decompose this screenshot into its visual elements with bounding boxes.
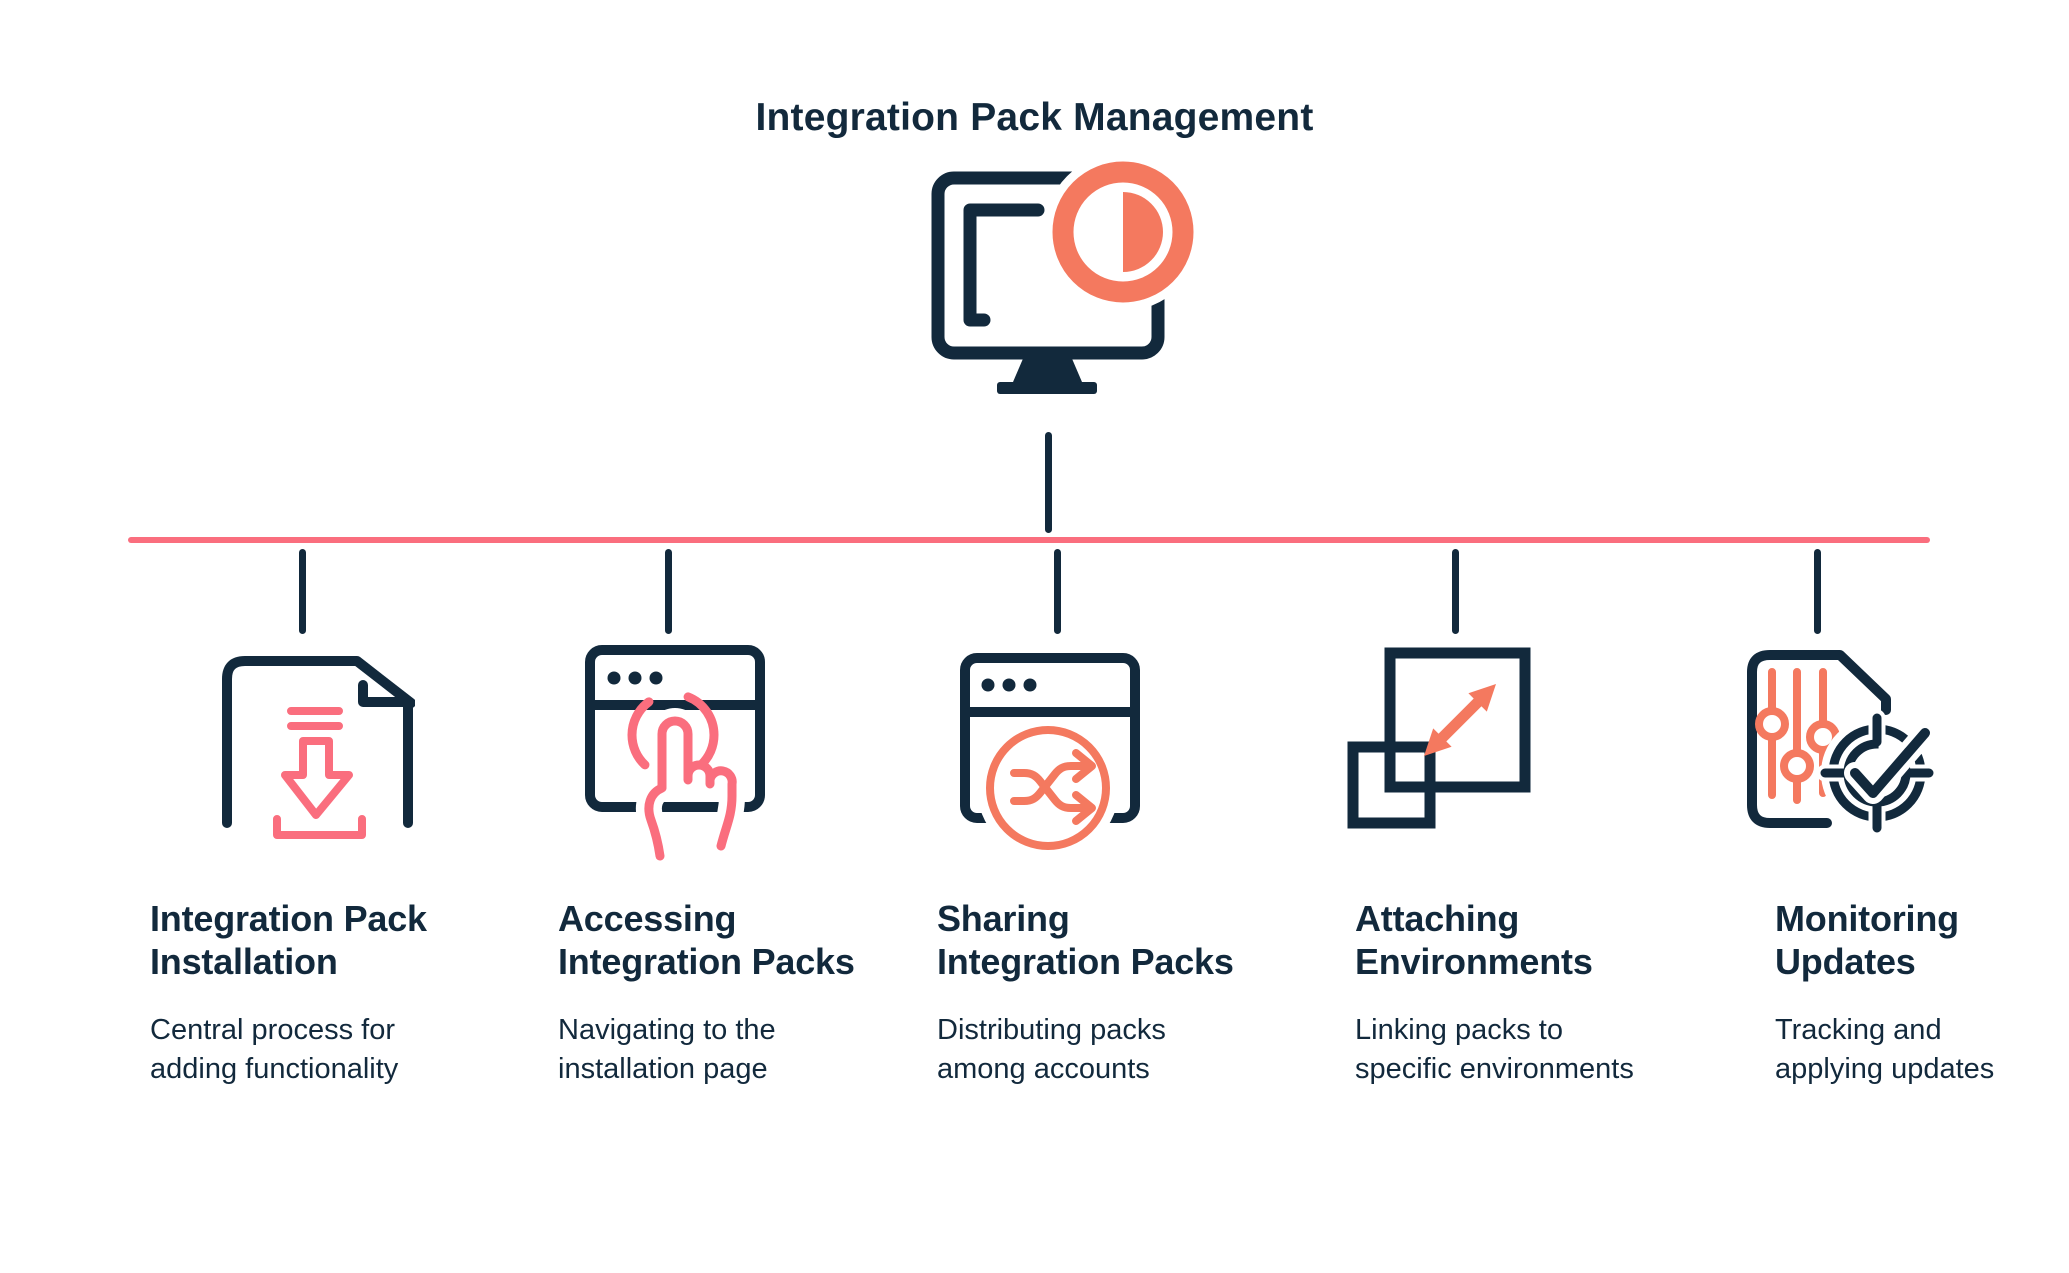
- branch-stub-2: [665, 549, 672, 634]
- heading-line: Accessing: [558, 898, 737, 939]
- branch-description-sharing-integration-packs: Distributing packs among accounts: [937, 1011, 1166, 1089]
- heading-line: Updates: [1775, 941, 1916, 982]
- branch-connector-line: [128, 537, 1930, 543]
- heading-line: Integration Packs: [937, 941, 1234, 982]
- document-download-icon: [222, 656, 415, 839]
- description-line: Distributing packs: [937, 1014, 1166, 1046]
- document-sliders-check-icon: [1747, 650, 1938, 837]
- description-line: Tracking and: [1775, 1014, 1942, 1046]
- branch-description-integration-pack-installation: Central process for adding functionality: [150, 1011, 398, 1089]
- heading-line: Attaching: [1355, 898, 1520, 939]
- branch-description-attaching-environments: Linking packs to specific environments: [1355, 1011, 1634, 1089]
- description-line: Navigating to the: [558, 1014, 776, 1046]
- branch-stub-5: [1814, 549, 1821, 634]
- heading-line: Integration Pack: [150, 898, 427, 939]
- branch-description-monitoring-updates: Tracking and applying updates: [1775, 1011, 1994, 1089]
- description-line: installation page: [558, 1053, 768, 1085]
- description-line: among accounts: [937, 1053, 1150, 1085]
- heading-line: Installation: [150, 941, 338, 982]
- description-line: Linking packs to: [1355, 1014, 1563, 1046]
- heading-line: Monitoring: [1775, 898, 1959, 939]
- branch-stub-3: [1054, 549, 1061, 634]
- branch-stub-1: [299, 549, 306, 634]
- branch-heading-integration-pack-installation: Integration Pack Installation: [150, 897, 427, 983]
- branch-heading-accessing-integration-packs: Accessing Integration Packs: [558, 897, 855, 983]
- tree-vertical-connector: [1045, 432, 1052, 533]
- browser-shuffle-icon: [960, 653, 1140, 853]
- branch-heading-sharing-integration-packs: Sharing Integration Packs: [937, 897, 1234, 983]
- diagram-title: Integration Pack Management: [755, 96, 1314, 139]
- browser-tap-icon: [585, 645, 765, 865]
- heading-line: Integration Packs: [558, 941, 855, 982]
- heading-line: Sharing: [937, 898, 1070, 939]
- branch-heading-attaching-environments: Attaching Environments: [1355, 897, 1593, 983]
- branch-stub-4: [1452, 549, 1459, 634]
- overlapping-squares-expand-icon: [1347, 647, 1531, 829]
- monitor-contrast-circle-icon: [931, 160, 1202, 394]
- branch-description-accessing-integration-packs: Navigating to the installation page: [558, 1011, 776, 1089]
- description-line: adding functionality: [150, 1053, 399, 1085]
- description-line: applying updates: [1775, 1053, 1995, 1085]
- description-line: specific environments: [1355, 1053, 1634, 1085]
- branch-heading-monitoring-updates: Monitoring Updates: [1775, 897, 1959, 983]
- description-line: Central process for: [150, 1014, 395, 1046]
- heading-line: Environments: [1355, 941, 1593, 982]
